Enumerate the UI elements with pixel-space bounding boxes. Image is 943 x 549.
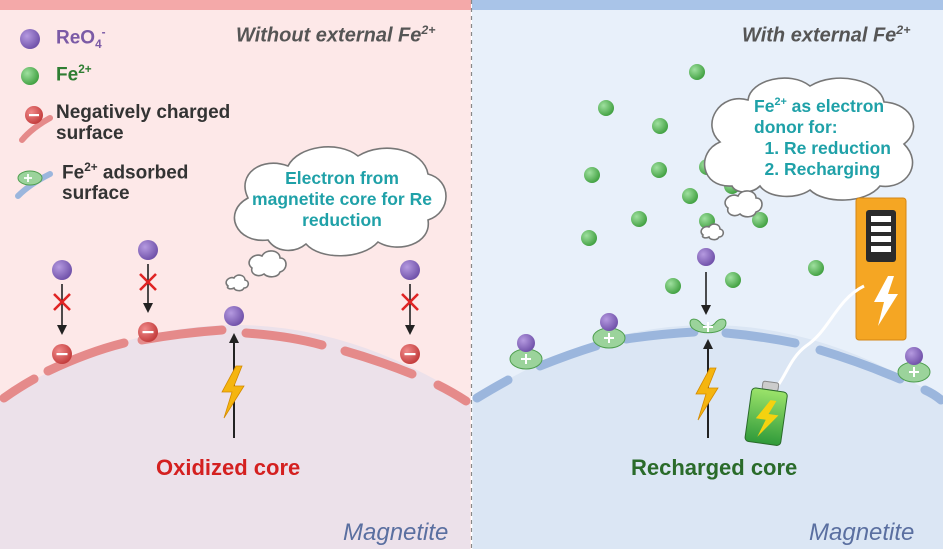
right-thought-cloud: [700, 77, 915, 241]
reo4-particle: [600, 313, 618, 331]
charging-cable: [774, 284, 865, 389]
left-core-label: Oxidized core: [156, 455, 301, 480]
lightning-icon: [221, 365, 245, 419]
reo4-particle: [400, 260, 420, 280]
reo4-particle: [517, 334, 535, 352]
legend-fe-icon: [21, 67, 39, 85]
right-surface-segments: [472, 327, 943, 405]
right-top-band: [472, 0, 943, 10]
reo4-particle: [138, 240, 158, 260]
left-blocked-adsorption-2: [138, 240, 158, 342]
left-thought-cloud: [225, 146, 447, 292]
cross-icon: [401, 293, 419, 311]
right-core-label: Recharged core: [631, 455, 798, 480]
right-magnetite-label: Magnetite: [809, 519, 915, 546]
reo4-particle: [52, 260, 72, 280]
right-cloud-text: Fe2+ as electron donor for: Re reduction…: [754, 96, 914, 180]
legend-negative-surface-label: Negatively charged surface: [56, 102, 231, 144]
fe-adsorbed-site-4: [897, 347, 931, 383]
legend-negative-surface-icon: [19, 106, 53, 143]
left-electron-transfer: [221, 306, 245, 438]
left-panel-title: Without external Fe2+: [236, 23, 436, 47]
charging-station-icon: [774, 197, 907, 389]
reo4-particle: [224, 306, 244, 326]
legend-fe-adsorbed-label: Fe2+ adsorbed surface: [62, 161, 189, 205]
right-electron-transfer: [695, 339, 719, 438]
legend-fe-adsorbed-icon: [15, 170, 53, 199]
left-cloud-text: Electron from magnetite core for Re redu…: [252, 168, 432, 230]
fe-adsorbed-site-1: [509, 334, 543, 370]
left-blocked-adsorption-3: [400, 260, 420, 364]
legend-fe-label: Fe2+: [56, 63, 92, 86]
right-panel-title: With external Fe2+: [742, 23, 911, 47]
reo4-particle: [905, 347, 923, 365]
fe-adsorbed-site-3: [689, 248, 727, 334]
cross-icon: [53, 293, 71, 311]
fe-adsorbed-site-2: [592, 313, 626, 349]
legend-reo4-label: ReO4-: [56, 26, 106, 52]
lightning-icon: [695, 367, 719, 421]
left-top-band: [0, 0, 471, 10]
left-blocked-adsorption-1: [52, 260, 72, 364]
battery-charging-icon: [744, 380, 788, 446]
cross-icon: [139, 273, 157, 291]
legend-reo4-icon: [20, 29, 40, 49]
left-magnetite-label: Magnetite: [343, 519, 449, 546]
reo4-particle: [697, 248, 715, 266]
